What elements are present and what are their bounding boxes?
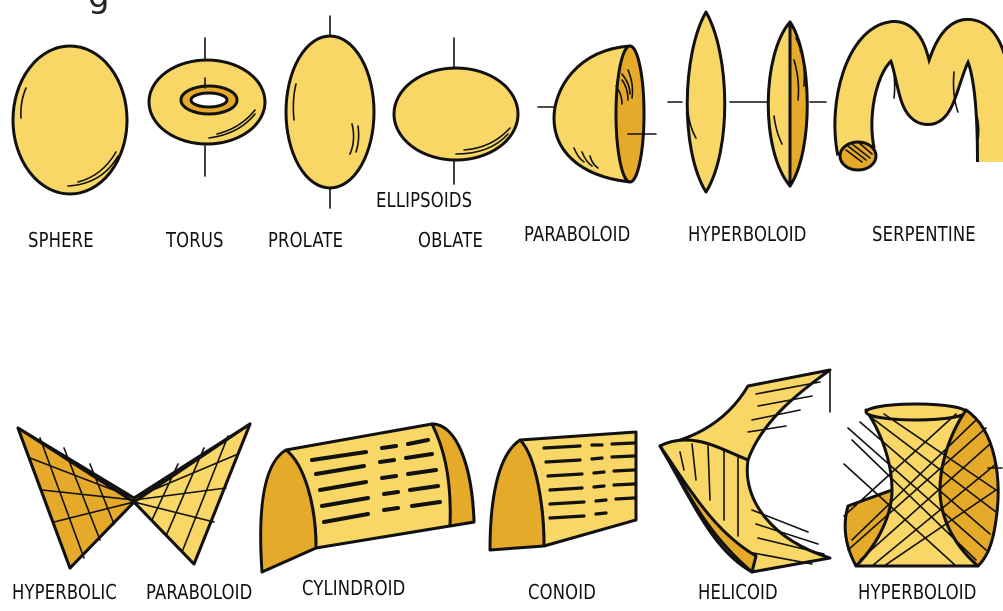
oblate-shape [390,36,522,186]
cylindroid-shape [256,404,486,574]
label-helicoid: HELICOID [698,580,778,604]
conoid-shape [484,426,644,554]
label-paraboloid-2: PARABOLOID [146,580,252,604]
label-hyperboloid-2: HYPERBOLOID [858,580,977,604]
hyperboloid-shape [662,4,832,200]
prolate-shape [282,14,378,210]
label-sphere: SPHERE [28,228,94,252]
label-conoid: CONOID [528,580,596,604]
paraboloid-shape [536,40,658,190]
label-hyperbolic: HYPERBOLIC [12,580,117,604]
label-ellipsoids: ELLIPSOIDS [376,188,472,212]
sphere-shape [8,40,132,200]
hyperboloid-hourglass-shape [836,400,1003,576]
label-cylindroid: CYLINDROID [302,576,405,600]
serpentine-shape [836,22,1002,182]
label-hyperboloid: HYPERBOLOID [688,222,807,246]
partial-heading: g [88,0,110,16]
helicoid-shape [652,360,838,576]
torus-shape [145,38,270,178]
label-torus: TORUS [166,228,224,252]
label-paraboloid: PARABOLOID [524,222,630,246]
label-oblate: OBLATE [418,228,483,252]
hyperbolic-paraboloid-shape [14,418,256,578]
label-prolate: PROLATE [268,228,343,252]
label-serpentine: SERPENTINE [872,222,976,246]
